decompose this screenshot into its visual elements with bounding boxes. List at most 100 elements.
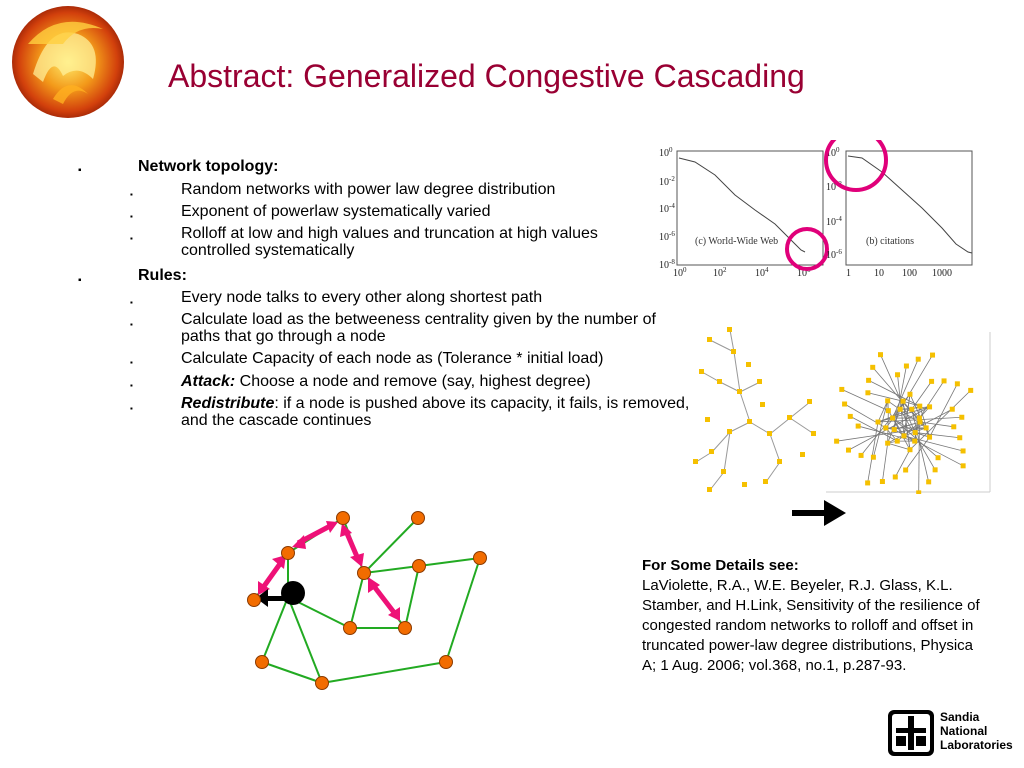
network-node — [923, 425, 929, 431]
network-edge — [909, 390, 971, 451]
network-node — [954, 381, 960, 387]
network-edge — [877, 406, 930, 423]
network-edge — [905, 436, 930, 471]
x-tick: 102 — [713, 266, 727, 279]
y-tick: 10-4 — [826, 215, 842, 228]
network-node — [903, 467, 909, 473]
network-node — [926, 479, 932, 485]
network-node — [927, 434, 933, 440]
y-tick: 10-6 — [826, 248, 842, 261]
network-edge — [892, 359, 919, 419]
network-edge — [902, 401, 911, 450]
network-edge — [902, 400, 920, 407]
slide-title: Abstract: Generalized Congestive Cascadi… — [168, 58, 805, 94]
dense-network-graphic — [826, 332, 991, 494]
network-edge — [873, 400, 889, 458]
bullet-marker: ▪ — [130, 358, 133, 367]
network-node — [855, 423, 861, 429]
x-tick: 1 — [846, 268, 851, 279]
network-node — [901, 433, 907, 439]
network-node — [951, 424, 957, 430]
network-node — [932, 467, 938, 473]
network-edge — [841, 389, 889, 412]
network-node — [895, 372, 901, 378]
y-tick: 100 — [826, 146, 840, 159]
plot-label-citations: (b) citations — [866, 236, 914, 247]
bullet-marker: ▪ — [130, 234, 133, 243]
network-node — [903, 363, 909, 369]
network-node — [891, 427, 897, 433]
bullet-marker: ▪ — [130, 190, 133, 199]
network-node — [885, 440, 891, 446]
sandia-name-line: National — [940, 724, 988, 738]
redistribute-text: : if a node is pushed above its capacity… — [181, 395, 690, 429]
network-node — [949, 406, 955, 412]
bullet-marker: ▪ — [78, 275, 82, 286]
citations-curve — [847, 155, 973, 254]
highlight-circle — [824, 140, 888, 192]
sandia-name-line: Sandia — [940, 710, 980, 724]
network-edge — [887, 442, 911, 451]
bullet-marker: ▪ — [78, 165, 82, 176]
network-node — [885, 408, 891, 414]
network-node — [912, 438, 918, 444]
network-edge — [929, 383, 958, 438]
network-node — [894, 438, 900, 444]
network-edge — [897, 374, 905, 436]
network-edge — [858, 425, 915, 442]
network-node — [907, 391, 913, 397]
network-node — [912, 430, 918, 436]
network-node — [930, 352, 936, 358]
network-node — [959, 414, 965, 420]
network-node — [847, 413, 853, 419]
network-edge — [919, 380, 945, 419]
network-node — [865, 390, 871, 396]
network-node — [907, 447, 913, 453]
x-tick: 100 — [902, 268, 917, 279]
bullet-marker: ▪ — [130, 320, 133, 329]
y-tick: 100 — [659, 146, 673, 159]
reference-block: For Some Details see: LaViolette, R.A., … — [642, 556, 982, 676]
bullet-marker: ▪ — [130, 381, 133, 390]
network-node — [885, 398, 891, 404]
network-edge — [882, 443, 889, 482]
network-edge — [868, 379, 920, 407]
cascade-network-diagram — [247, 511, 487, 690]
network-edge — [911, 381, 932, 410]
x-tick: 100 — [673, 266, 687, 279]
rules-item-attack: Attack: Choose a node and remove (say, h… — [181, 373, 681, 390]
network-node — [960, 448, 966, 454]
network-edge — [903, 435, 964, 452]
citations-degree-plot: 100 10-2 10-4 10-6 1 10 100 1000 (b) cit… — [824, 140, 973, 279]
network-node — [892, 474, 898, 480]
network-edge — [836, 427, 927, 442]
section-heading-rules: Rules: — [138, 267, 187, 284]
network-edge — [918, 418, 920, 493]
network-node — [916, 490, 922, 494]
network-node — [917, 403, 923, 409]
network-node — [935, 455, 941, 461]
x-tick: 104 — [755, 266, 769, 279]
attack-emphasis: Attack: — [181, 373, 236, 390]
bullet-marker: ▪ — [130, 404, 133, 413]
network-node — [865, 480, 871, 486]
network-edge — [894, 421, 921, 430]
network-node — [968, 387, 974, 393]
network-edge — [872, 367, 921, 423]
rules-item: Calculate Capacity of each node as (Tole… — [181, 350, 604, 367]
network-node — [866, 377, 872, 383]
highlight-circle — [785, 227, 829, 271]
sandia-thunderbird-icon — [888, 710, 934, 756]
network-node — [960, 463, 966, 469]
network-node — [957, 435, 963, 441]
y-tick: 10-4 — [659, 202, 675, 215]
bullet-marker: ▪ — [130, 212, 133, 221]
network-edge — [899, 354, 933, 410]
network-node — [879, 479, 885, 485]
rules-item-redistribute: Redistribute: if a node is pushed above … — [181, 395, 693, 429]
www-degree-plot: 100 10-2 10-4 10-6 10-8 100 102 104 106 … — [659, 146, 829, 279]
topology-item: Exponent of powerlaw systematically vari… — [181, 203, 491, 220]
network-node — [858, 452, 864, 458]
network-node — [878, 352, 884, 358]
network-node — [890, 415, 896, 421]
